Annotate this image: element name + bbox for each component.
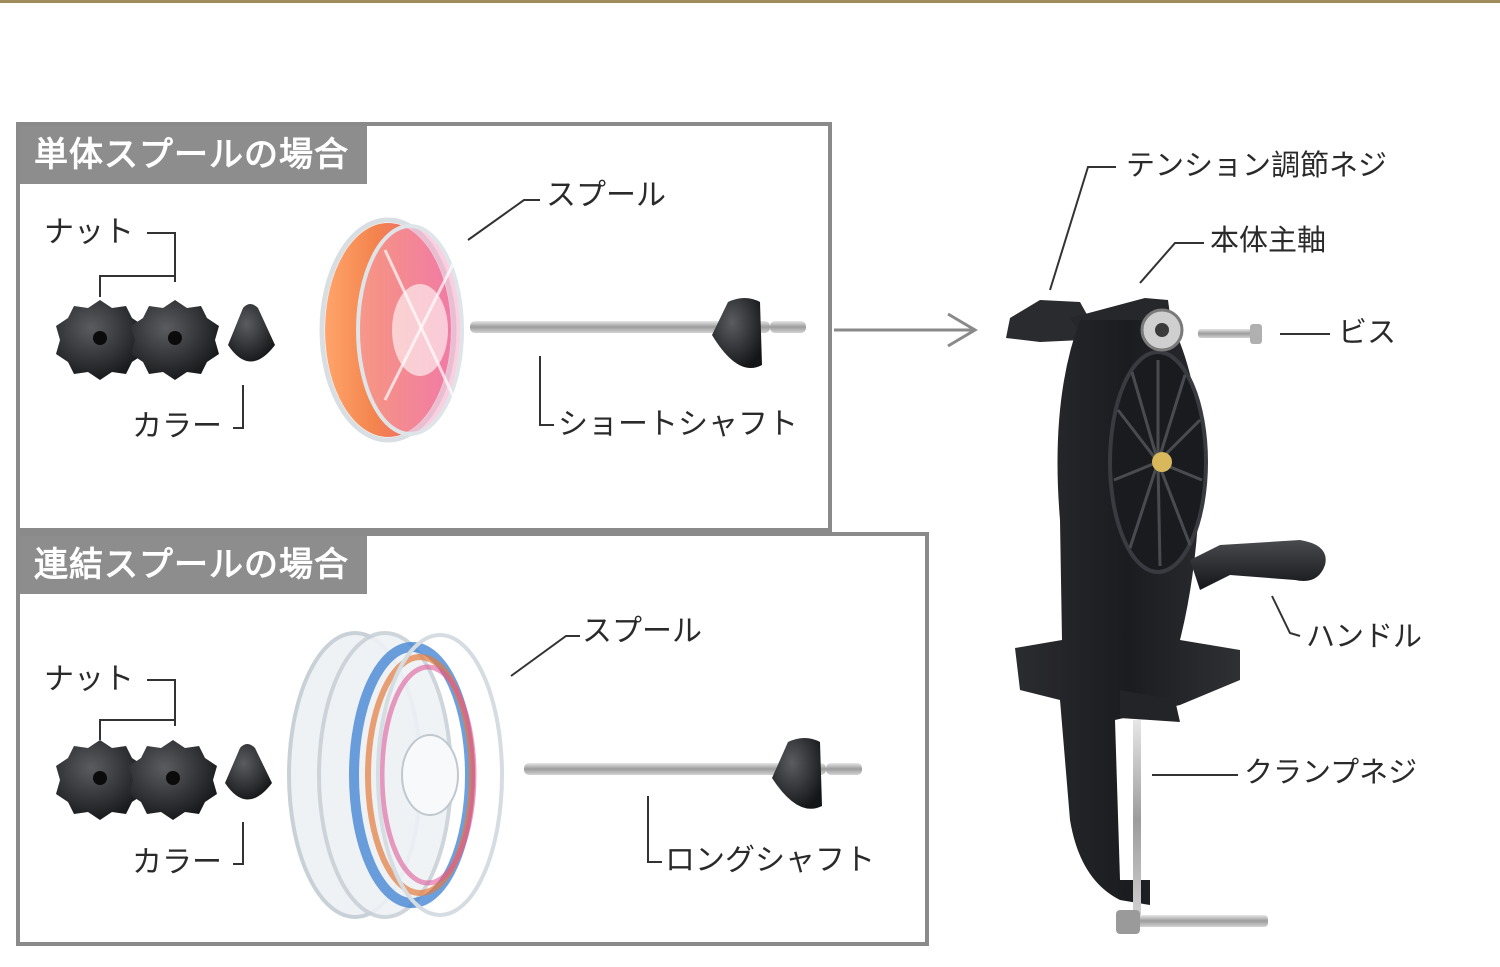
nut-icon: [131, 300, 219, 380]
single-collar-label: カラー: [132, 409, 222, 444]
single-shaft-label: ショートシャフト: [558, 407, 798, 442]
single-nut-label: ナット: [44, 215, 134, 250]
linked-collar-label: カラー: [132, 845, 222, 880]
linked-nut-label: ナット: [44, 662, 134, 697]
linked-spool-title: 連結スプールの場合: [20, 536, 367, 594]
spool-linked-icon: [287, 631, 504, 919]
nut-icon: [129, 740, 217, 820]
single-spool-label: スプール: [546, 178, 666, 213]
line-winder-device: [1006, 298, 1326, 934]
nut-icon: [56, 300, 144, 380]
arrow-icon: [834, 312, 978, 348]
short-shaft-icon: [470, 321, 770, 333]
tension-screw-label: テンション調節ネジ: [1126, 148, 1388, 182]
handle-label: ハンドル: [1306, 619, 1423, 653]
spool-single-icon: [319, 217, 464, 443]
clamp-screw-label: クランプネジ: [1244, 755, 1418, 789]
collar-icon: [225, 744, 272, 800]
single-spool-title: 単体スプールの場合: [20, 126, 367, 184]
collar-icon: [228, 304, 275, 362]
linked-spool-label: スプール: [582, 614, 702, 649]
screw-label: ビス: [1338, 315, 1397, 349]
main-shaft-label: 本体主軸: [1210, 223, 1327, 257]
nut-icon: [56, 740, 144, 820]
long-shaft-icon: [524, 763, 826, 775]
top-accent-bar: [0, 0, 1500, 3]
linked-shaft-label: ロングシャフト: [665, 843, 875, 878]
